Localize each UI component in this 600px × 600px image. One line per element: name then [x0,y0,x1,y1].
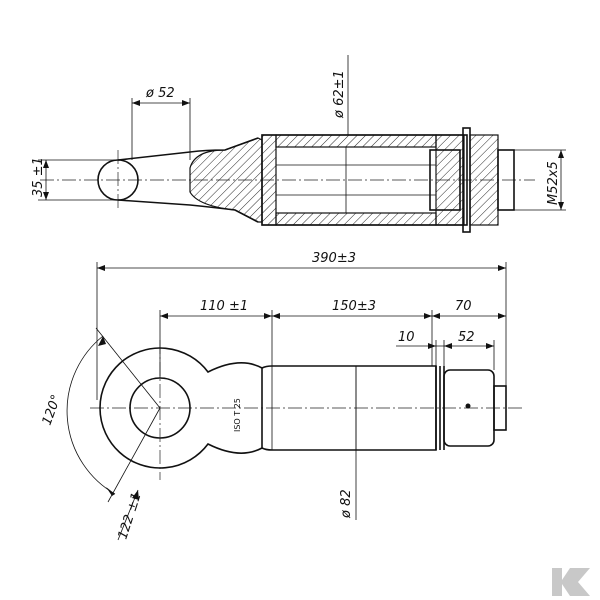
r122-arrow [132,490,139,500]
threaded-end [497,149,515,211]
l390-arrow-right [498,265,506,271]
angle-ray-top [95,327,161,409]
l70-arrow-left [432,313,440,319]
l10-arrow-left [428,343,436,349]
angle-arrow-top [98,336,106,346]
l110-label: 110 ±1 [200,299,248,314]
l52-arrow-right [486,343,494,349]
tube-wall-top [275,134,437,148]
a120-label: 120° [40,393,65,428]
h35-arrow-top [43,160,49,168]
h35-label: 35 ±1 [31,157,46,197]
l52-label: 52 [458,330,475,345]
top-view: ø 52 ø 62±1 35 ±1 M52x5 [31,55,566,233]
l110-arrow-right [264,313,272,319]
r122-label: 122 ±1 [116,491,145,541]
l150-arrow-left [272,313,280,319]
l110-arrow-left [160,313,168,319]
tube-end-section [261,134,277,226]
l150-arrow-right [424,313,432,319]
side-view: ISO T 25 390±3 110 ±1 150±3 70 10 52 [40,251,525,541]
l52-arrow-left [444,343,452,349]
l70-label: 70 [455,299,472,314]
tube-wall-bottom [275,212,437,226]
l150-label: 150±3 [332,299,376,314]
m52-arrow-bottom [558,202,564,210]
angle-ray-bottom [107,407,161,503]
l70-arrow-right [498,313,506,319]
pin-hole-icon [465,403,471,409]
l10-label: 10 [398,330,415,345]
h35-arrow-bottom [43,192,49,200]
d52-arrow-left [132,100,140,106]
d52-label: ø 52 [145,86,175,101]
collar-section [469,134,499,226]
kramp-logo-icon [552,568,590,596]
angle-arc [66,335,116,495]
d52-arrow-right [182,100,190,106]
d82-label: ø 82 [339,489,354,519]
l390-arrow-left [97,265,105,271]
pin-thread-zone [429,149,461,211]
l390-label: 390±3 [312,251,356,266]
m52-arrow-top [558,150,564,158]
angle-arrow-bottom [106,487,115,496]
standard-label: ISO T 25 [233,398,242,432]
m52-label: M52x5 [546,161,561,205]
end-stub [493,385,507,431]
eye-outline [99,347,263,469]
d62-label: ø 62±1 [332,70,347,119]
